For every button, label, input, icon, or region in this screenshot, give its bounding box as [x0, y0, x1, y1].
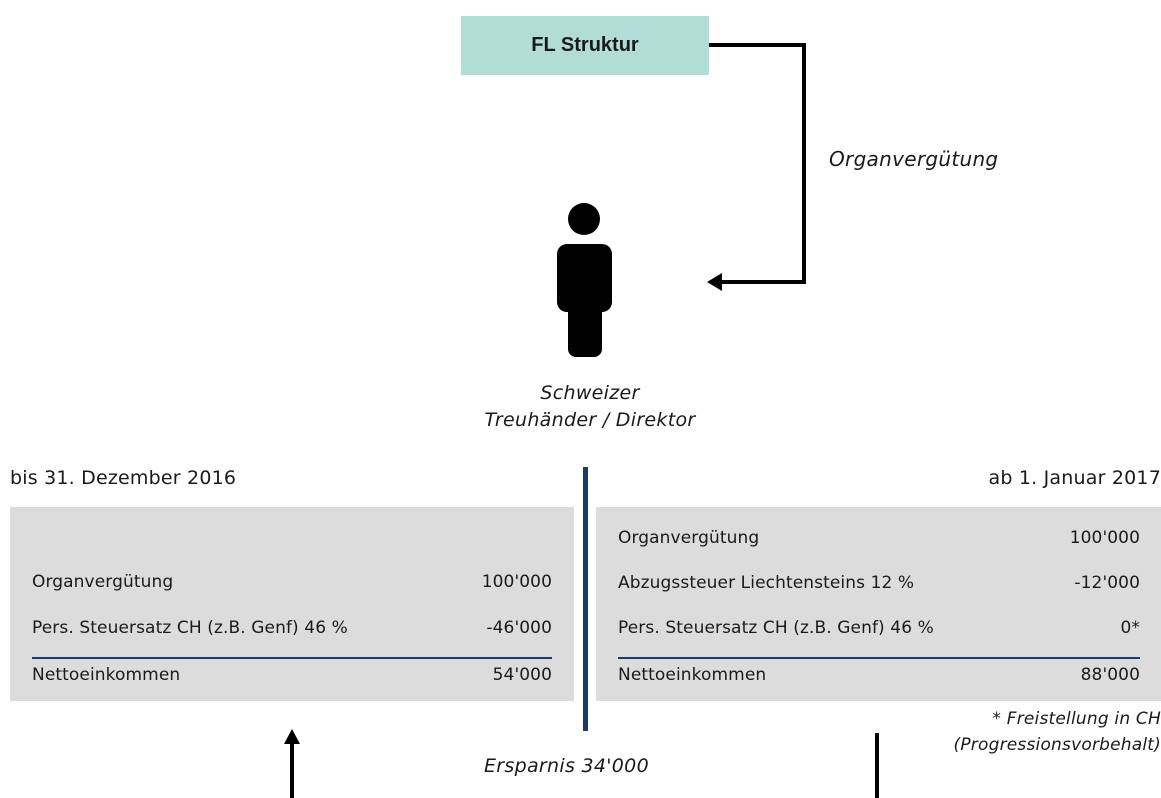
table-total-row: Nettoeinkommen 54'000: [32, 661, 552, 689]
table-total-row: Nettoeinkommen 88'000: [618, 661, 1140, 689]
table-row: Pers. Steuersatz CH (z.B. Genf) 46 % 0*: [618, 614, 1140, 642]
total-value: 88'000: [1080, 665, 1140, 685]
organverguetung-arrow-label: Organvergütung: [829, 147, 999, 171]
footnote: * Freistellung in CH (Progressionsvorbeh…: [954, 706, 1161, 758]
total-label: Nettoeinkommen: [618, 665, 767, 685]
organverguetung-arrowhead: [707, 273, 722, 291]
vertical-divider: [583, 467, 588, 731]
savings-label: Ersparnis 34'000: [484, 755, 649, 777]
table-before-2017: Organvergütung 100'000 Pers. Steuersatz …: [10, 507, 574, 701]
row-value: -46'000: [486, 618, 552, 638]
total-label: Nettoeinkommen: [32, 665, 181, 685]
row-value: 100'000: [481, 572, 552, 592]
footnote-line1: * Freistellung in CH: [992, 709, 1161, 729]
total-divider: [32, 657, 552, 659]
row-value: -12'000: [1074, 573, 1140, 593]
footnote-line2: (Progressionsvorbehalt): [953, 735, 1161, 755]
row-value: 0*: [1120, 618, 1140, 638]
table-row: Pers. Steuersatz CH (z.B. Genf) 46 % -46…: [32, 614, 552, 642]
total-divider: [618, 657, 1140, 659]
period-right-title: ab 1. Januar 2017: [988, 467, 1161, 489]
row-label: Organvergütung: [618, 528, 760, 548]
table-from-2017: Organvergütung 100'000 Abzugssteuer Liec…: [596, 507, 1161, 701]
fl-struktur-box: FL Struktur: [461, 16, 709, 75]
total-value: 54'000: [492, 665, 552, 685]
person-caption: Schweizer Treuhänder / Direktor: [440, 380, 740, 434]
period-left-title: bis 31. Dezember 2016: [10, 467, 237, 489]
person-caption-line1: Schweizer: [540, 382, 640, 404]
row-value: 100'000: [1069, 528, 1140, 548]
fl-struktur-label: FL Struktur: [531, 34, 639, 56]
person-caption-line2: Treuhänder / Direktor: [484, 409, 696, 431]
row-label: Abzugssteuer Liechtensteins 12 %: [618, 573, 915, 593]
savings-arrowhead-left: [284, 729, 300, 744]
table-row: Organvergütung 100'000: [618, 524, 1140, 552]
person-icon: [557, 203, 612, 357]
row-label: Pers. Steuersatz CH (z.B. Genf) 46 %: [618, 618, 934, 638]
row-label: Pers. Steuersatz CH (z.B. Genf) 46 %: [32, 618, 348, 638]
organverguetung-arrow-line: [709, 43, 806, 284]
table-row: Organvergütung 100'000: [32, 568, 552, 596]
table-row: Abzugssteuer Liechtensteins 12 % -12'000: [618, 569, 1140, 597]
row-label: Organvergütung: [32, 572, 174, 592]
